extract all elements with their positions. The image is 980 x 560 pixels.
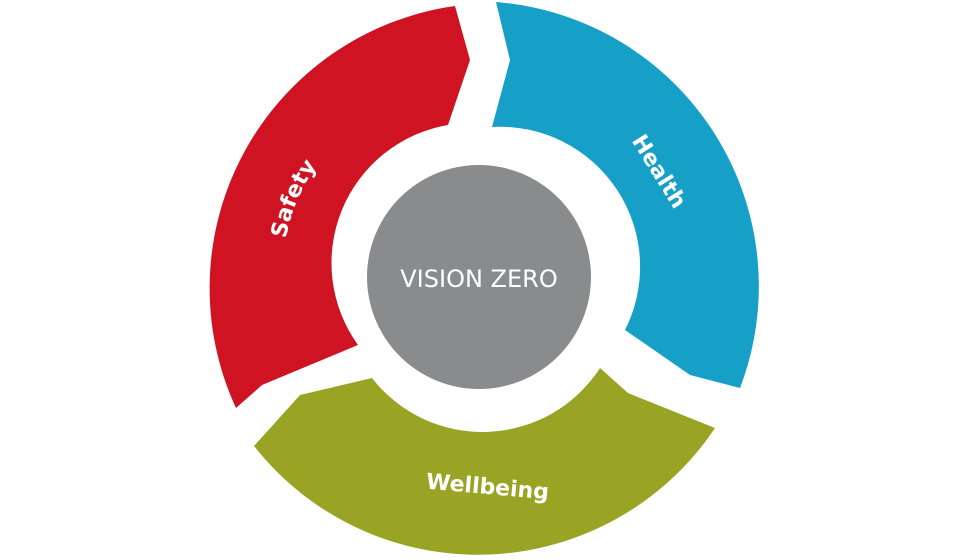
center-circle [367,165,591,389]
safety-segment [209,6,470,408]
health-segment [492,2,759,388]
center-label: VISION ZERO [400,265,557,293]
wellbeing-segment [254,368,715,555]
